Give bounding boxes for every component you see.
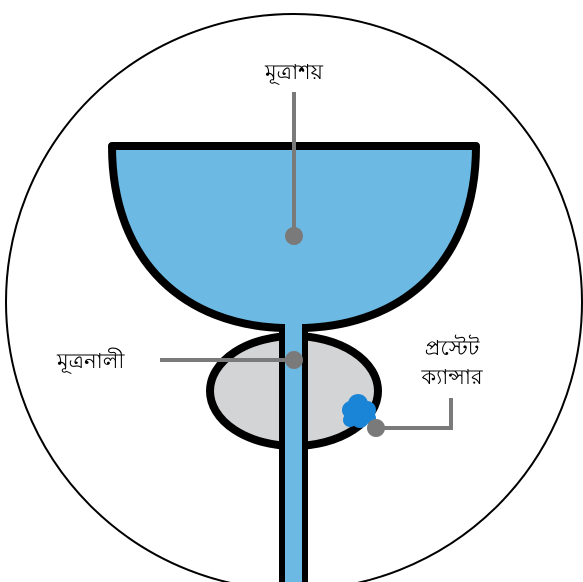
- bladder-label: মূত্রাশয়: [264, 60, 324, 84]
- urethra-label: মূত্রনালী: [56, 348, 125, 373]
- bladder-urethra-junction: [285, 318, 302, 336]
- prostate-cancer-label-line1: প্রস্টেট: [425, 335, 480, 360]
- prostate-cancer-label-line2: ক্যান্সার: [420, 365, 482, 389]
